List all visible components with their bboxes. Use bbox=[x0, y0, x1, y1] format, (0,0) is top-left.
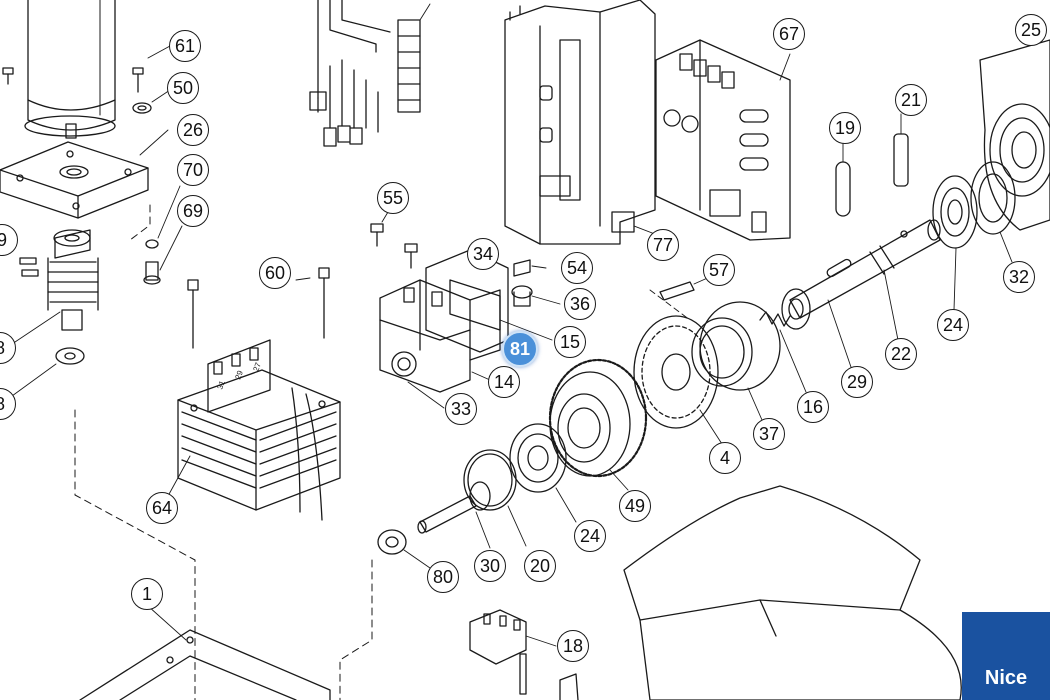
callout-36[interactable]: 36 bbox=[564, 288, 596, 320]
pin-label: 27 bbox=[251, 361, 263, 373]
callout-57[interactable]: 57 bbox=[703, 254, 735, 286]
gearbox-housing-part[interactable] bbox=[979, 29, 1050, 231]
pins-9[interactable] bbox=[19, 257, 39, 277]
callout-60[interactable]: 60 bbox=[259, 257, 291, 289]
callout-4[interactable]: 4 bbox=[709, 442, 741, 474]
nut-70[interactable] bbox=[145, 185, 181, 249]
output-shaft-part[interactable] bbox=[781, 219, 941, 371]
callout-33[interactable]: 33 bbox=[445, 393, 477, 425]
bearing-24-center[interactable] bbox=[509, 423, 577, 523]
callout-50[interactable]: 50 bbox=[167, 72, 199, 104]
nice-logo-icon: Nice bbox=[962, 612, 1050, 700]
callout-32[interactable]: 32 bbox=[1003, 261, 1035, 293]
ring-37[interactable] bbox=[691, 301, 781, 421]
callout-64[interactable]: 64 bbox=[146, 492, 178, 524]
callout-16[interactable]: 16 bbox=[797, 391, 829, 423]
screw-36[interactable] bbox=[511, 285, 561, 307]
callout-24-right[interactable]: 24 bbox=[937, 309, 969, 341]
motor-part[interactable] bbox=[24, 0, 116, 139]
callout-1[interactable]: 1 bbox=[131, 578, 163, 610]
worm-screw-part[interactable] bbox=[47, 229, 99, 331]
callout-34[interactable]: 34 bbox=[467, 238, 499, 270]
callout-80[interactable]: 80 bbox=[427, 561, 459, 593]
callout-22[interactable]: 22 bbox=[885, 338, 917, 370]
screw-55[interactable] bbox=[370, 211, 389, 247]
callout-26[interactable]: 26 bbox=[177, 114, 209, 146]
callout-55[interactable]: 55 bbox=[377, 182, 409, 214]
callout-19[interactable]: 19 bbox=[829, 112, 861, 144]
callout-61[interactable]: 61 bbox=[169, 30, 201, 62]
callout-69[interactable]: 69 bbox=[177, 195, 209, 227]
screw-60[interactable] bbox=[295, 267, 330, 339]
bushing-left[interactable] bbox=[11, 347, 85, 397]
callout-67[interactable]: 67 bbox=[773, 18, 805, 50]
callout-15[interactable]: 15 bbox=[554, 326, 586, 358]
screw-61[interactable] bbox=[132, 45, 171, 93]
callout-21[interactable]: 21 bbox=[895, 84, 927, 116]
callout-20[interactable]: 20 bbox=[524, 550, 556, 582]
o-ring-20[interactable] bbox=[463, 449, 527, 547]
callout-18[interactable]: 18 bbox=[557, 630, 589, 662]
flange-plate-part[interactable] bbox=[0, 141, 149, 219]
washer-50[interactable] bbox=[132, 89, 171, 114]
bearing-24-right[interactable] bbox=[932, 175, 978, 311]
board-housing-part[interactable] bbox=[504, 0, 656, 245]
callout-25[interactable]: 25 bbox=[1015, 14, 1047, 46]
screw-long[interactable] bbox=[187, 279, 199, 349]
callout-24-center[interactable]: 24 bbox=[574, 520, 606, 552]
callout-49[interactable]: 49 bbox=[619, 490, 651, 522]
bolt-69[interactable] bbox=[143, 225, 183, 285]
screw-57[interactable] bbox=[649, 275, 713, 321]
pin-label: 29 bbox=[233, 369, 245, 381]
transformer-part[interactable] bbox=[167, 339, 341, 521]
gear-49[interactable] bbox=[548, 358, 648, 491]
control-board-part[interactable] bbox=[655, 39, 791, 241]
callout-81-highlighted[interactable]: 81 bbox=[502, 331, 538, 367]
spring-16[interactable] bbox=[759, 311, 807, 393]
callout-29[interactable]: 29 bbox=[841, 366, 873, 398]
cable-harness-part[interactable] bbox=[309, 0, 431, 147]
screw-left[interactable] bbox=[2, 67, 14, 85]
callout-14[interactable]: 14 bbox=[488, 366, 520, 398]
pin-19[interactable] bbox=[835, 143, 851, 217]
callout-70[interactable]: 70 bbox=[177, 154, 209, 186]
callout-54[interactable]: 54 bbox=[561, 252, 593, 284]
gear-disc-4[interactable] bbox=[633, 315, 723, 445]
base-plate-part[interactable] bbox=[79, 605, 331, 700]
washer-80[interactable] bbox=[377, 529, 431, 569]
brand-name: Nice bbox=[984, 667, 1028, 689]
callout-37[interactable]: 37 bbox=[753, 418, 785, 450]
pin-21[interactable] bbox=[893, 113, 909, 187]
pin-bottom[interactable] bbox=[519, 653, 527, 695]
connector-18[interactable] bbox=[469, 609, 557, 665]
pin-label: 31 bbox=[215, 379, 227, 391]
callout-30[interactable]: 30 bbox=[474, 550, 506, 582]
cover-part[interactable] bbox=[623, 485, 962, 700]
screw-switch[interactable] bbox=[404, 243, 418, 269]
callout-77[interactable]: 77 bbox=[647, 229, 679, 261]
bearing-32[interactable] bbox=[970, 161, 1016, 263]
clip-54[interactable] bbox=[513, 259, 547, 277]
shaft-30[interactable] bbox=[417, 481, 491, 549]
bracket-bottom[interactable] bbox=[559, 673, 579, 700]
